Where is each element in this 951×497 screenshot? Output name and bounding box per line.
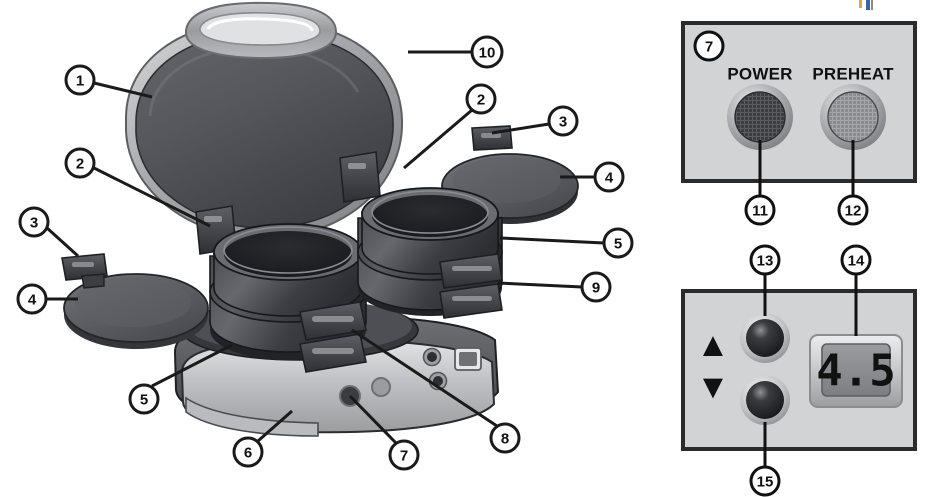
- callout-14: [840, 244, 872, 276]
- preheat-lamp-lens: [827, 91, 879, 143]
- preheat-label: PREHEAT: [812, 65, 894, 84]
- callout-2b: [465, 83, 497, 115]
- appliance-lid: [125, 1, 404, 255]
- callout-3a-label: 3: [30, 215, 38, 232]
- leader-5a: [151, 343, 233, 388]
- left-well-tabs: [299, 301, 367, 373]
- increase-button[interactable]: [740, 313, 790, 363]
- callout-4b: [593, 161, 625, 193]
- callout-15: [749, 465, 781, 497]
- lcd-display: 4.5: [809, 334, 903, 408]
- right-well-tabs: [439, 253, 503, 319]
- leader-3b: [491, 122, 550, 135]
- callout-1: [64, 64, 96, 96]
- callout-2a-label: 2: [76, 156, 84, 173]
- power-label: POWER: [727, 65, 792, 84]
- callout-4a: [16, 283, 48, 315]
- leader-8: [351, 328, 498, 428]
- callout-12-label: 12: [845, 203, 862, 220]
- callout-13-label: 13: [757, 253, 774, 270]
- right-baking-well: [357, 187, 503, 319]
- callout-9-label: 9: [592, 280, 600, 297]
- callout-5b-label: 5: [614, 236, 622, 253]
- callout-5a-label: 5: [140, 392, 148, 409]
- callout-7m: [388, 439, 420, 471]
- base-control-cluster: [422, 347, 482, 391]
- callout-4a-label: 4: [28, 292, 37, 309]
- panel-bottom: ▲ ▼ 4.5 13 14 15: [681, 244, 917, 497]
- callout-14-label: 14: [848, 253, 865, 270]
- lid-handle: [185, 1, 338, 60]
- down-arrow-icon: ▼: [696, 368, 730, 406]
- up-arrow-icon: ▲: [696, 326, 730, 364]
- left-disc-clip: [61, 253, 108, 289]
- callout-4b-label: 4: [605, 170, 614, 187]
- callout-2a: [64, 147, 96, 179]
- leader-3a: [45, 226, 80, 258]
- callout-2b-label: 2: [477, 92, 485, 109]
- leader-7m: [348, 394, 398, 445]
- callout-8: [489, 422, 521, 454]
- callout-6: [232, 436, 264, 468]
- callout-11-label: 11: [752, 203, 768, 220]
- callout-13: [749, 244, 781, 276]
- callout-9: [580, 271, 612, 303]
- callout-5a: [128, 383, 160, 415]
- callout-15-label: 15: [757, 474, 774, 491]
- callout-8-label: 8: [501, 431, 509, 448]
- callout-1-label: 1: [76, 73, 84, 90]
- callout-7-panel-label: 7: [705, 39, 713, 56]
- panel-top: POWER PREHEAT 7 11 12: [681, 21, 917, 226]
- leader-2b: [403, 108, 473, 170]
- leader-5b: [499, 236, 605, 245]
- lcd-value: 4.5: [816, 346, 895, 397]
- power-indicator: [727, 84, 793, 150]
- callout-6-label: 6: [244, 445, 252, 462]
- power-lamp-lens: [734, 91, 786, 143]
- preheat-indicator: [820, 84, 886, 150]
- leader-6: [257, 409, 293, 443]
- lcd-screen: [821, 343, 891, 397]
- callout-12: [837, 194, 869, 226]
- callout-10: [470, 35, 504, 69]
- left-baking-well: [209, 223, 367, 373]
- page-edge-artifact: [859, 0, 873, 10]
- callout-3b: [547, 105, 579, 137]
- callout-3a: [18, 206, 50, 238]
- leader-9: [497, 281, 583, 289]
- callout-7m-label: 7: [400, 448, 408, 465]
- callout-7-panel: [693, 30, 725, 62]
- leader-2a: [93, 166, 211, 228]
- decrease-button[interactable]: [740, 375, 790, 425]
- callout-5b: [602, 227, 634, 259]
- callout-3b-label: 3: [559, 114, 567, 131]
- callout-11: [744, 194, 776, 226]
- left-pan-disc-lid: [61, 253, 209, 349]
- leader-1: [93, 81, 153, 99]
- callout-10-label: 10: [479, 45, 496, 62]
- front-knob-right[interactable]: [371, 377, 391, 397]
